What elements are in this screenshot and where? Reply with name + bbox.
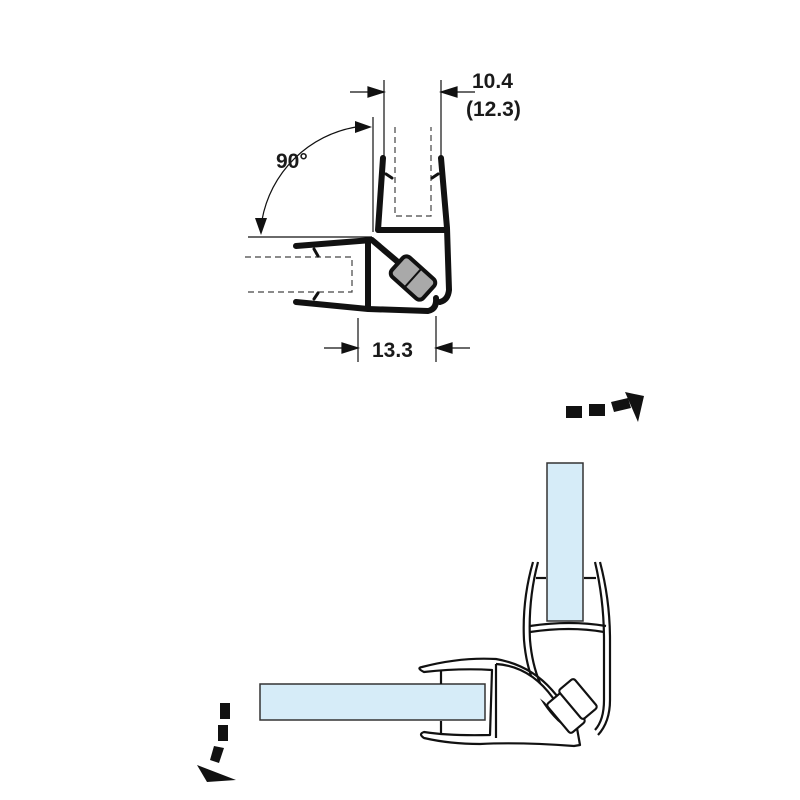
angle-label: 90° — [276, 150, 308, 173]
rotation-arrow-icon — [197, 703, 236, 782]
dimension-arrow-icon — [433, 342, 453, 354]
profile-width-dimension — [324, 316, 470, 362]
vertical-glass-panel — [546, 462, 584, 622]
rotation-arrow-icon — [566, 392, 644, 422]
angle-arrow-icon — [355, 121, 372, 133]
horizontal-glass-panel — [259, 683, 486, 721]
dimension-arrow-icon — [341, 342, 361, 354]
angle-arrow-icon — [255, 218, 267, 235]
dimension-arrow-icon — [367, 86, 387, 98]
dimension-arrow-icon — [438, 86, 458, 98]
magnet-strip — [546, 678, 598, 734]
bottom-illustration — [197, 392, 644, 782]
angle-dimension — [248, 117, 374, 238]
profile-width-label: 13.3 — [372, 339, 413, 362]
glass-thickness-alt-label: (12.3) — [466, 98, 521, 121]
magnet-strip — [388, 254, 438, 302]
glass-thickness-dimension — [350, 80, 475, 160]
glass-dashed-outline — [245, 127, 432, 293]
top-cross-section: 10.4 (12.3) 90° — [245, 70, 521, 362]
glass-thickness-label: 10.4 — [472, 70, 513, 93]
